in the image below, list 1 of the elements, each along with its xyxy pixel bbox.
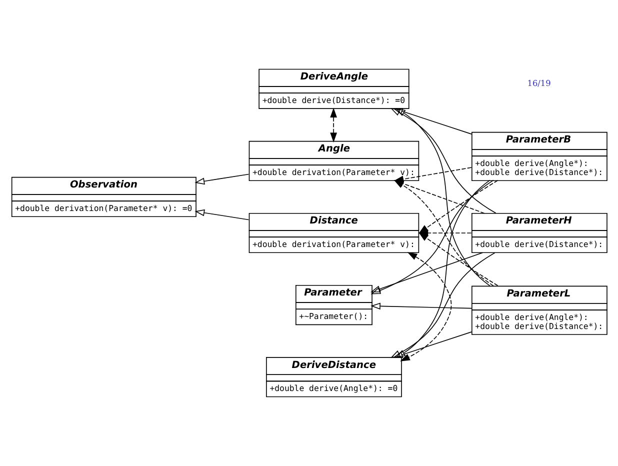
label: 16/19	[527, 78, 551, 88]
